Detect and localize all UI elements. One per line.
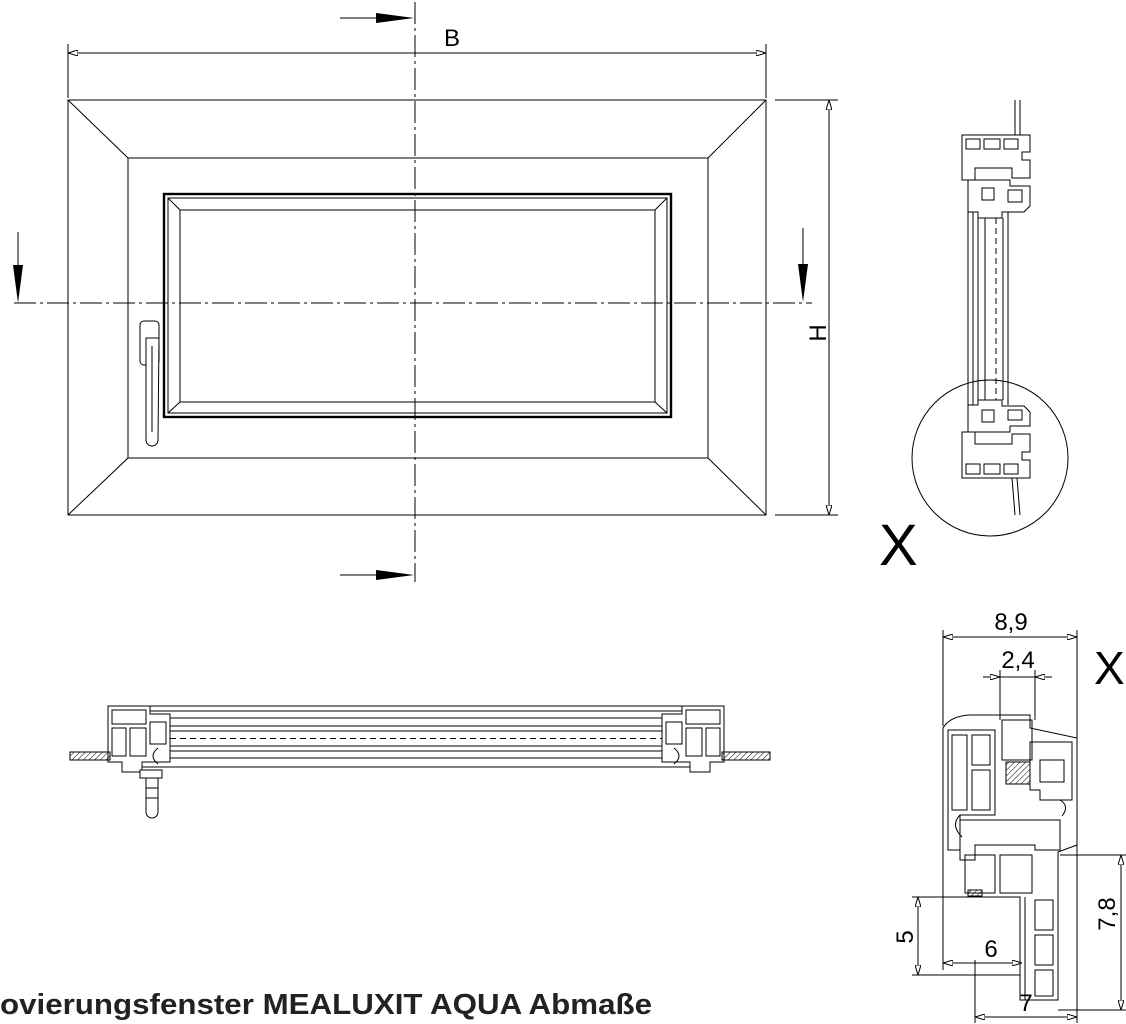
sash-outer-chamber [1039,759,1065,783]
sash-outline [162,192,673,419]
height-dimension: H [775,99,838,516]
handle-section [139,769,163,819]
frame-body [959,819,1061,861]
inner-gasket [955,814,963,838]
bottom-frame-profile [961,431,1031,479]
sash-outer-part [1029,741,1073,801]
section-arrow-top [340,13,414,23]
section-arrow-bottom [340,570,414,580]
glass-spacer [1005,761,1031,785]
outer-gasket [1059,799,1066,817]
inner-frame [127,157,709,459]
handle-ribs [146,787,158,799]
outer-frame [67,99,767,516]
glass-panes [170,725,662,752]
glass-rebate [1001,719,1033,761]
detail-marker-label: X [879,513,918,578]
frame-miter-lines [67,99,767,516]
profile-outline [942,714,1078,1001]
vertical-section: X [879,100,1069,578]
top-frame-profile [961,134,1031,181]
sash-walls [967,212,1009,405]
bottom-flap [1011,477,1021,516]
bottom-width-label: 7 [1019,990,1032,1017]
right-frame-chambers [665,709,721,757]
bottom-sash-profile [967,399,1031,433]
detail-x-marker-label: X [1094,642,1125,694]
left-height-label: 5 [892,930,919,943]
bottom-sash-chambers [981,409,1023,423]
right-frame-profile [661,705,725,773]
window-handle [139,320,160,447]
detail-x: 8,9 2,4 5 6 7 7,8 X [892,609,1126,1023]
width-dimension: B [67,25,767,98]
top-flap [1014,100,1021,135]
right-gasket [673,747,680,765]
horizontal-section [69,705,771,819]
sash-inner-edge [167,197,668,414]
section-arrow-head [13,265,23,303]
right-height-label: 7,8 [1094,897,1121,930]
frame-chambers [964,854,1033,894]
width-label: B [444,25,460,52]
rebate-width-label: 2,4 [1001,647,1034,674]
handle-base [139,769,163,779]
top-frame-chambers [965,138,1019,150]
bead-miter-lines [167,197,668,414]
frame-leg-chambers [1024,897,1054,1000]
glazing-bead [179,209,656,403]
height-label: H [805,324,832,341]
sash-long-lines [142,705,690,768]
right-sill-flange [721,751,771,761]
left-frame-profile [107,705,171,773]
top-sash-profile [967,179,1031,219]
section-arrow-right [798,228,808,302]
section-arrow-head [376,13,414,23]
top-sash-chambers [981,187,1023,203]
section-arrow-left [13,232,23,303]
overall-depth-label: 8,9 [994,609,1027,636]
left-frame-chambers [111,709,167,757]
section-arrow-head [798,264,808,302]
bottom-frame-chambers [965,463,1019,475]
section-arrow-head [376,570,414,580]
left-sill-flange [69,751,111,761]
left-gasket [152,747,159,765]
caption-title: ovierungsfenster MEALUXIT AQUA Abmaße [0,989,652,1021]
frame-seal [967,889,983,897]
glass-panes [977,218,1004,400]
sash-chambers [951,734,991,811]
inner-width-label: 6 [984,936,997,963]
detail-circle [911,379,1069,537]
front-view [67,99,767,516]
